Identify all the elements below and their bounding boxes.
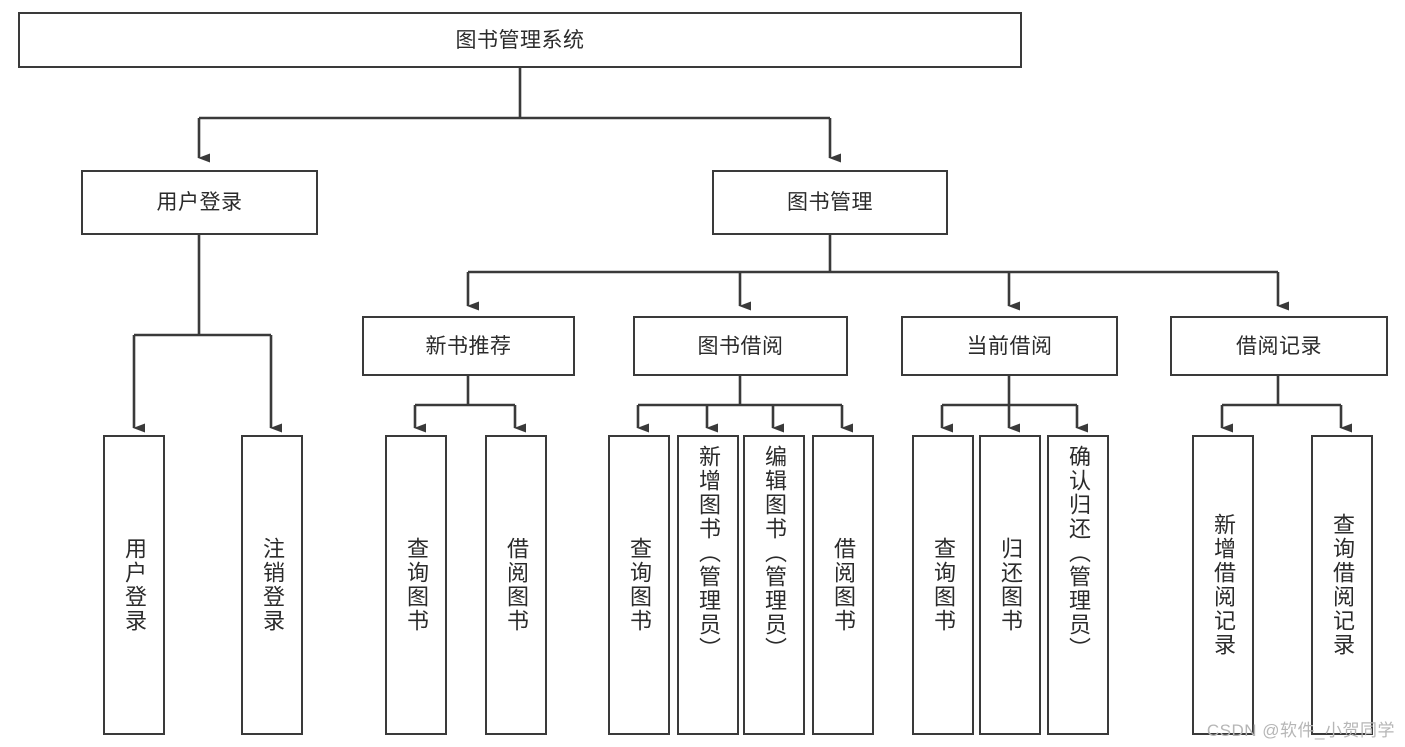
leaf-return-book[interactable]: 归还图书 [979,435,1041,735]
leaf-borrow-book[interactable]: 借阅图书 [812,435,874,735]
node-label: 查询图书 [930,537,956,633]
node-user-login[interactable]: 用户登录 [81,170,318,235]
node-label: 查询图书 [403,537,429,633]
leaf-add-book-admin[interactable]: 新增图书（管理员） [677,435,739,735]
node-book-borrow[interactable]: 图书借阅 [633,316,848,376]
node-label: 用户登录 [156,191,243,214]
node-label: 图书借阅 [697,334,784,358]
node-label: 当前借阅 [966,334,1053,358]
leaf-logout-login[interactable]: 注销登录 [241,435,303,735]
node-new-book-recommend[interactable]: 新书推荐 [362,316,575,376]
leaf-query-borrow-record[interactable]: 查询借阅记录 [1311,435,1373,735]
node-borrow-record[interactable]: 借阅记录 [1170,316,1388,376]
leaf-confirm-return-admin[interactable]: 确认归还（管理员） [1047,435,1109,735]
node-label: 查询借阅记录 [1329,513,1355,657]
node-label: 归还图书 [997,537,1023,633]
node-label: 编辑图书（管理员） [761,445,787,661]
watermark-text: CSDN @软件_小贺同学 [1206,721,1395,740]
node-current-borrow[interactable]: 当前借阅 [901,316,1118,376]
node-label: 图书管理 [787,191,873,214]
leaf-new-book-query[interactable]: 查询图书 [385,435,447,735]
leaf-user-login[interactable]: 用户登录 [103,435,165,735]
node-label: 借阅图书 [830,537,856,633]
node-label: 借阅记录 [1236,334,1322,358]
leaf-borrow-query-book[interactable]: 查询图书 [608,435,670,735]
node-label: 查询图书 [626,537,652,633]
node-root-system[interactable]: 图书管理系统 [18,12,1022,68]
leaf-edit-book-admin[interactable]: 编辑图书（管理员） [743,435,805,735]
node-label: 新增图书（管理员） [695,445,721,661]
node-label: 确认归还（管理员） [1065,445,1091,661]
node-label: 新增借阅记录 [1210,513,1236,657]
node-label: 注销登录 [259,537,285,633]
node-label: 图书管理系统 [455,28,585,52]
node-label: 用户登录 [121,537,147,633]
leaf-add-borrow-record[interactable]: 新增借阅记录 [1192,435,1254,735]
leaf-current-query-book[interactable]: 查询图书 [912,435,974,735]
node-label: 新书推荐 [425,334,512,358]
node-book-management[interactable]: 图书管理 [712,170,948,235]
node-label: 借阅图书 [503,537,529,633]
leaf-new-book-borrow[interactable]: 借阅图书 [485,435,547,735]
